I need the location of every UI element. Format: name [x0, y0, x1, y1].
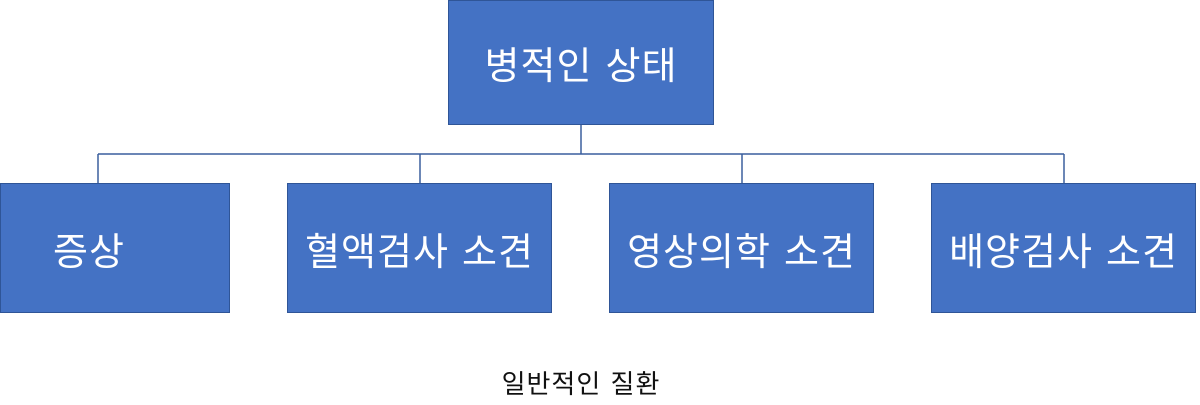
child-node-symptoms: 증상 — [0, 183, 230, 313]
child-node-blood-test: 혈액검사 소견 — [287, 183, 552, 313]
child-node-culture: 배양검사 소견 — [931, 183, 1196, 313]
root-node: 병적인 상태 — [448, 0, 714, 125]
child-node-label: 배양검사 소견 — [949, 229, 1178, 274]
root-node-label: 병적인 상태 — [484, 44, 678, 88]
diagram-caption: 일반적인 질환 — [501, 370, 661, 400]
child-node-label: 증상 — [53, 229, 125, 274]
child-node-label: 영상의학 소견 — [627, 229, 856, 274]
child-node-label: 혈액검사 소견 — [305, 229, 534, 274]
child-node-imaging: 영상의학 소견 — [609, 183, 874, 313]
